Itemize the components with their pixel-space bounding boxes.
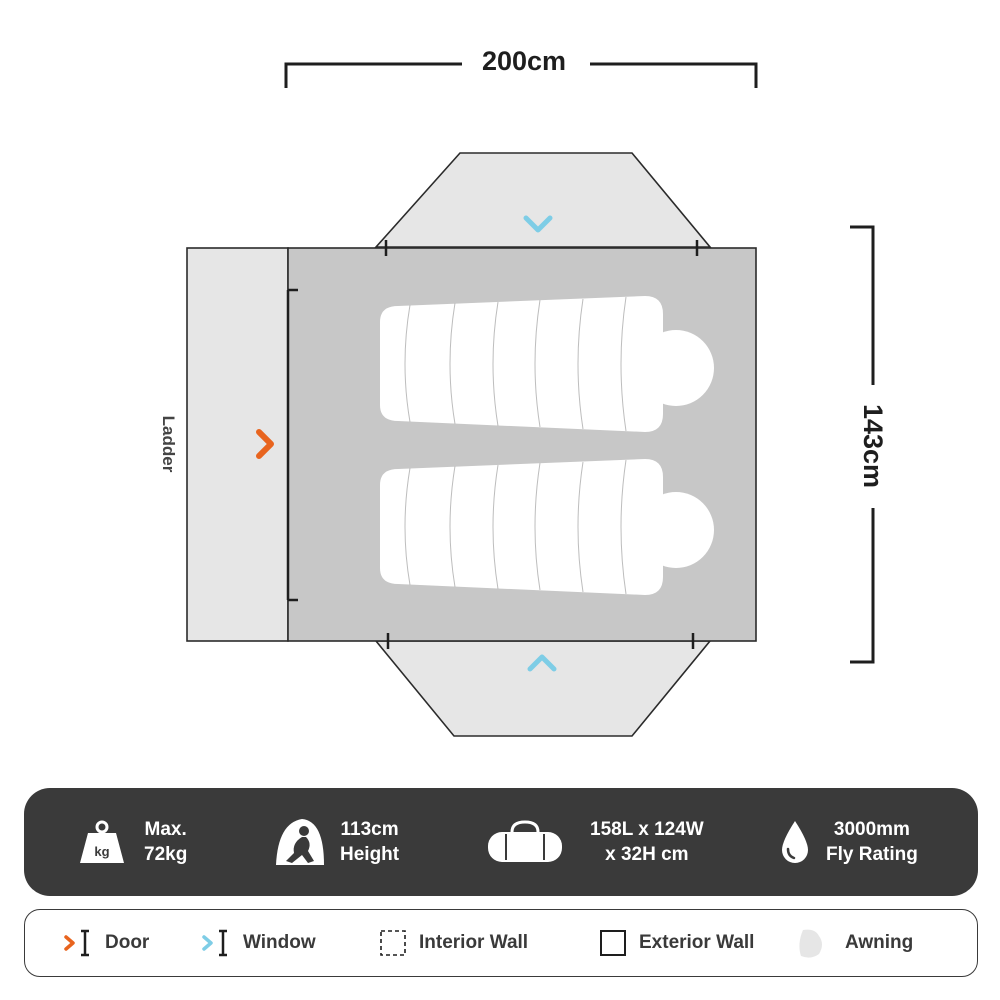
spec-line: x 32H cm (605, 844, 689, 865)
weight-icon: kg (80, 820, 124, 863)
spec-pack-size-text: 158L x 124W x 32H cm (590, 817, 704, 867)
ladder-label: Ladder (159, 416, 178, 473)
legend-item-door: Door (63, 910, 149, 976)
legend-item-window: Window (201, 910, 316, 976)
depth-dimension: 143cm (850, 225, 888, 664)
spec-fly-rating: 3000mm Fly Rating (780, 788, 918, 896)
legend-label: Door (105, 932, 150, 953)
spec-line: 158L x 124W (590, 819, 704, 840)
duffel-bag-icon (488, 820, 562, 862)
door-icon (64, 929, 89, 957)
spec-line: 3000mm (833, 819, 910, 840)
tent-floor-plan: 200cm Ladder (159, 46, 888, 737)
legend-item-exterior-wall: Exterior Wall (599, 910, 754, 976)
legend-item-awning: Awning (795, 910, 913, 976)
sleeping-bag-top (380, 296, 714, 432)
seated-person-icon (276, 819, 324, 865)
spec-line: Fly Rating (826, 844, 918, 865)
exterior-wall-icon (600, 930, 626, 956)
awning-icon (799, 929, 822, 958)
width-label: 200cm (482, 46, 566, 76)
door-chevron-icon (256, 429, 274, 459)
spec-height-text: 113cm Height (340, 817, 399, 867)
legend: Door Window Interior Wall Exterior Wall … (24, 909, 978, 977)
spec-line: 72kg (144, 844, 188, 865)
spec-height: 113cm Height (272, 788, 399, 896)
window-icon (202, 929, 227, 957)
spec-line: 113cm (340, 819, 399, 840)
spec-max-weight: kg Max. 72kg (78, 788, 187, 896)
legend-label: Interior Wall (419, 932, 529, 953)
depth-label: 143cm (858, 404, 888, 488)
spec-line: Height (340, 844, 400, 865)
spec-pack-size: 158L x 124W x 32H cm (486, 788, 704, 896)
legend-label: Exterior Wall (639, 932, 755, 953)
window-chevron-bottom-icon (527, 654, 557, 672)
interior-wall-icon (380, 930, 406, 956)
sleeping-bag-bottom (380, 459, 714, 595)
weight-icon-text: kg (94, 844, 109, 859)
water-drop-icon (782, 821, 808, 863)
top-awning (374, 152, 712, 248)
spec-max-weight-text: Max. 72kg (144, 817, 187, 867)
legend-label: Awning (845, 932, 914, 953)
width-dimension: 200cm (284, 46, 758, 88)
specs-bar: kg Max. 72kg 113cm Height 158L x 124W x … (24, 788, 978, 896)
legend-label: Window (243, 932, 316, 953)
spec-line: Max. (144, 819, 187, 840)
spec-fly-rating-text: 3000mm Fly Rating (826, 817, 918, 867)
legend-item-interior-wall: Interior Wall (379, 910, 528, 976)
window-chevron-top-icon (523, 215, 553, 233)
